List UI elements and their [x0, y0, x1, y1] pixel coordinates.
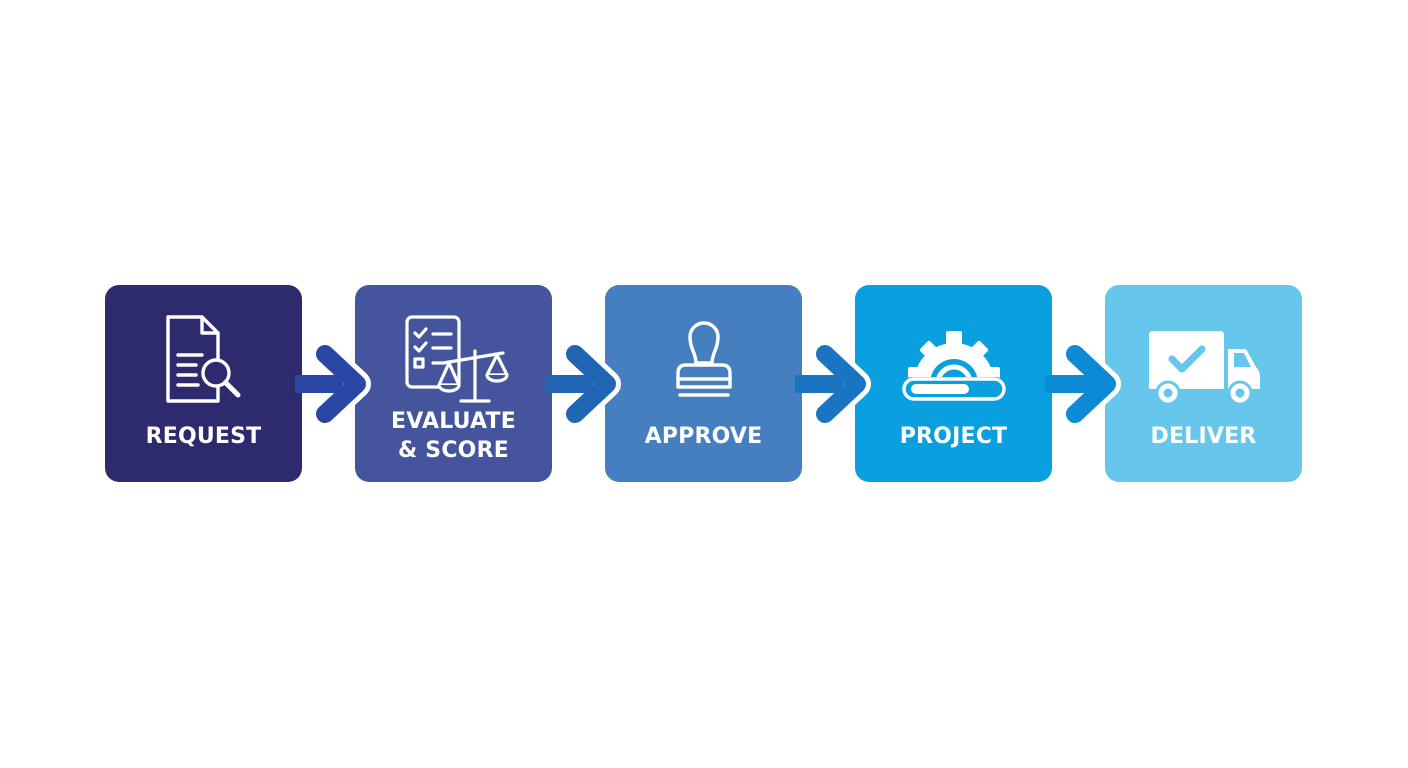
arrow-right-icon: [545, 340, 625, 430]
step-label-line: & SCORE: [398, 438, 509, 463]
arrow-right-icon: [295, 340, 375, 430]
arrow-right-icon: [1045, 340, 1125, 430]
delivery-truck-check-icon: [1105, 313, 1302, 409]
checklist-scales-icon: [355, 313, 552, 409]
step-approve: APPROVE: [605, 285, 802, 482]
step-request: REQUEST: [105, 285, 302, 482]
step-label-line: APPROVE: [644, 424, 763, 449]
step-evaluate: EVALUATE & SCORE: [355, 285, 552, 482]
step-label: PROJECT: [855, 422, 1052, 451]
arrow-right-icon: [795, 340, 875, 430]
rubber-stamp-icon: [605, 313, 802, 409]
step-label-line: EVALUATE: [391, 409, 516, 434]
step-label: DELIVER: [1105, 422, 1302, 451]
document-search-icon: [105, 313, 302, 409]
step-label: EVALUATE & SCORE: [355, 407, 552, 465]
step-label-line: DELIVER: [1150, 424, 1257, 449]
step-deliver: DELIVER: [1105, 285, 1302, 482]
gear-progress-icon: [855, 313, 1052, 409]
step-label-line: PROJECT: [899, 424, 1008, 449]
step-label-line: REQUEST: [145, 424, 262, 449]
step-label: APPROVE: [605, 422, 802, 451]
step-project: PROJECT: [855, 285, 1052, 482]
step-label: REQUEST: [105, 422, 302, 451]
